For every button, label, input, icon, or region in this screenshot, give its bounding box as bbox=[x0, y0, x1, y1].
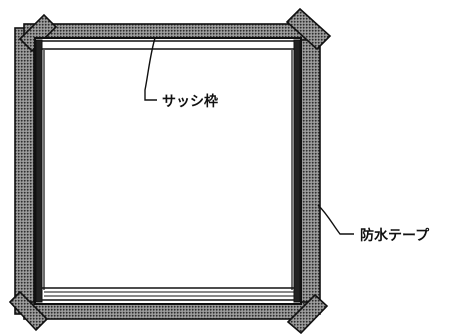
tape-strip-right bbox=[300, 27, 321, 315]
sash-frame bbox=[34, 37, 302, 305]
leader-line-waterproof-tape bbox=[317, 204, 354, 235]
sash-frame-left-stile bbox=[35, 39, 43, 303]
sash-frame-top-rail bbox=[37, 40, 299, 50]
label-waterproof-tape: 防水テープ bbox=[360, 227, 430, 244]
sash-frame-right-stile bbox=[293, 39, 301, 303]
leader-line-sash-frame bbox=[144, 37, 157, 101]
label-sash-frame: サッシ枠 bbox=[162, 93, 218, 110]
corner-patch-bottom-right bbox=[286, 293, 329, 334]
sash-frame-outer bbox=[34, 37, 302, 305]
corner-patch-top-left bbox=[18, 13, 58, 53]
tape-corner-patches bbox=[8, 7, 332, 334]
sash-frame-bottom-rail bbox=[39, 287, 299, 301]
corner-patch-bottom-left bbox=[8, 290, 49, 332]
tape-strip-left bbox=[14, 27, 35, 315]
corner-patch-top-right bbox=[285, 7, 332, 51]
